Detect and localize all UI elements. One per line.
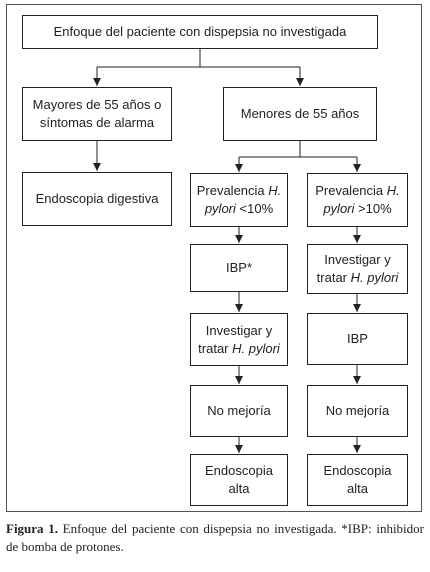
- prev-low-pct: <10%: [235, 201, 274, 216]
- endo-left-line2: alta: [228, 481, 250, 496]
- figure-caption: Figura 1. Enfoque del paciente con dispe…: [6, 520, 424, 556]
- caption-text: Enfoque del paciente con dispepsia no in…: [6, 521, 424, 554]
- prev-high-word: Prevalencia: [315, 183, 387, 198]
- node-endoscopia-digestiva-label: Endoscopia digestiva: [35, 191, 159, 206]
- node-no-mejoria-left-label: No mejoría: [207, 403, 271, 418]
- endo-right-line1: Endoscopia: [323, 463, 392, 478]
- node-ibp: IBP: [307, 313, 408, 365]
- node-endoscopia-digestiva: Endoscopia digestiva: [22, 172, 172, 226]
- inv-right-hp: H. pylori: [350, 270, 399, 285]
- inv-left-line1: Investigar y: [205, 322, 273, 338]
- node-prevalencia-high: Prevalencia H. pylori >10%: [307, 173, 408, 227]
- node-menores-label: Menores de 55 años: [240, 106, 360, 121]
- caption-label: Figura 1.: [6, 521, 58, 536]
- prev-low-pylori: pylori: [204, 201, 236, 216]
- node-mayores-line1: Mayores de 55 años o: [32, 97, 162, 112]
- node-investigar-right: Investigar y tratar H. pylori: [307, 244, 408, 294]
- node-endoscopia-alta-left: Endoscopia alta: [190, 454, 288, 506]
- prev-low-word: Prevalencia: [196, 183, 269, 198]
- node-endoscopia-alta-right: Endoscopia alta: [307, 454, 408, 506]
- prev-high-pct: >10%: [354, 201, 392, 216]
- endo-right-line2: alta: [347, 481, 368, 496]
- node-investigar-left: Investigar y tratar H. pylori: [190, 313, 288, 366]
- node-mayores-line2: síntomas de alarma: [39, 115, 155, 130]
- prev-low-h: H.: [268, 183, 282, 198]
- inv-right-tratar: tratar: [316, 270, 351, 285]
- node-mayores: Mayores de 55 años o síntomas de alarma: [22, 87, 172, 141]
- inv-left-hp: H. pylori: [232, 340, 280, 356]
- node-no-mejoria-left: No mejoría: [190, 385, 288, 437]
- node-root: Enfoque del paciente con dispepsia no in…: [22, 15, 378, 49]
- inv-right-line1: Investigar y: [324, 252, 391, 267]
- node-menores: Menores de 55 años: [223, 87, 377, 141]
- node-ibp-label: IBP: [347, 331, 368, 346]
- node-ibp-star: IBP*: [190, 244, 288, 292]
- node-root-label: Enfoque del paciente con dispepsia no in…: [53, 24, 347, 39]
- figure-frame: [6, 4, 422, 512]
- inv-left-tratar: tratar: [198, 340, 233, 356]
- node-no-mejoria-right-label: No mejoría: [325, 403, 390, 418]
- endo-left-line1: Endoscopia: [205, 463, 273, 478]
- node-prevalencia-low: Prevalencia H. pylori <10%: [190, 173, 288, 227]
- prev-high-pylori: pylori: [323, 201, 355, 216]
- node-ibp-star-label: IBP*: [225, 260, 252, 275]
- node-no-mejoria-right: No mejoría: [307, 385, 408, 437]
- prev-high-h: H.: [386, 183, 400, 198]
